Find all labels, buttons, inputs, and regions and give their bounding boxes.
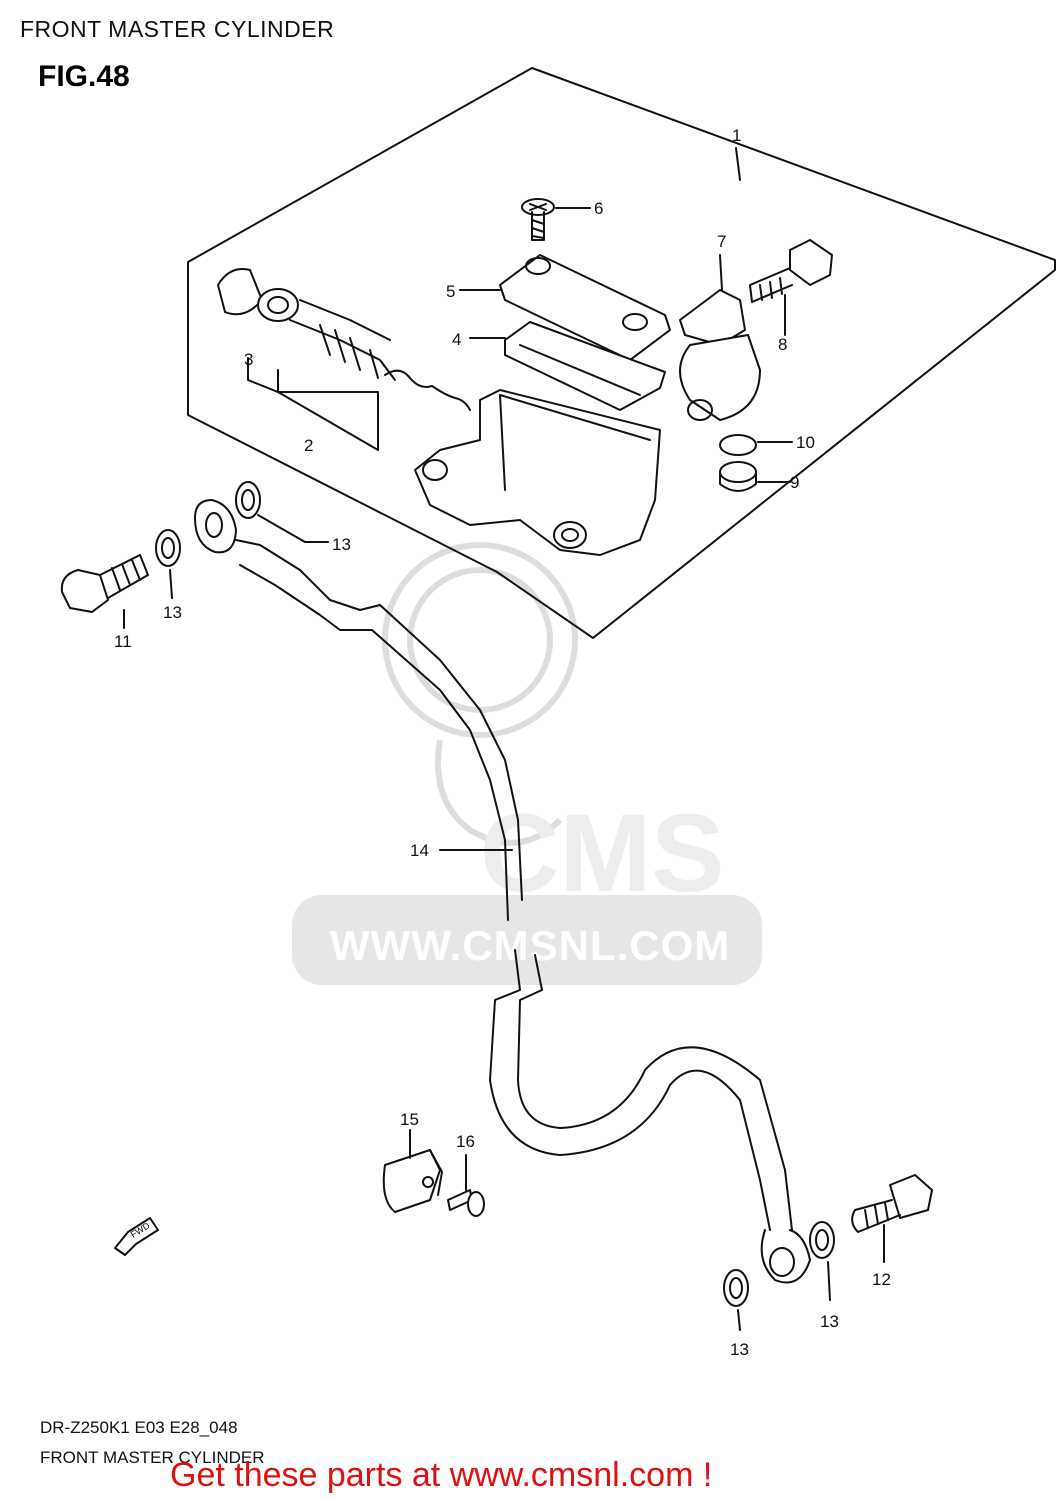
callout-5: 5 <box>446 282 456 301</box>
callout-14: 14 <box>410 841 429 860</box>
brake-hose-14 <box>194 499 811 1284</box>
screw-16 <box>447 1154 485 1217</box>
callout-6: 6 <box>594 199 604 218</box>
diagram-reference-title: FRONT MASTER CYLINDER <box>40 1448 265 1467</box>
callout-9: 9 <box>790 473 800 492</box>
callout-15: 15 <box>400 1110 419 1129</box>
callout-16: 16 <box>456 1132 475 1151</box>
diagram-reference-code: DR-Z250K1 E03 E28_048 <box>40 1418 238 1437</box>
leader-1 <box>735 147 741 181</box>
callout-7: 7 <box>717 232 727 251</box>
assembly-outline <box>187 67 1056 639</box>
hose-clamp-15 <box>382 1129 443 1213</box>
callout-2: 2 <box>304 436 314 455</box>
master-cylinder-body <box>414 389 661 556</box>
watermark-url: WWW.CMSNL.COM <box>330 922 731 969</box>
bolt-8 <box>749 239 833 336</box>
callout-12: 12 <box>872 1270 891 1289</box>
forward-arrow-icon <box>114 1217 159 1256</box>
washer-13-upper <box>235 481 329 543</box>
screw-6 <box>521 198 591 241</box>
union-bolt-11 <box>60 554 149 629</box>
footer-link[interactable]: Get these parts at www.cmsnl.com ! <box>170 1456 713 1494</box>
reservoir-cap-5 <box>459 254 671 361</box>
clamp-holder-7 <box>679 254 761 421</box>
page-title: FRONT MASTER CYLINDER <box>20 16 335 42</box>
washer-13-left <box>155 529 181 599</box>
piston-assembly <box>217 268 471 451</box>
callout-4: 4 <box>452 330 462 349</box>
callout-13-upper: 13 <box>332 535 351 554</box>
callout-8: 8 <box>778 335 788 354</box>
callout-10: 10 <box>796 433 815 452</box>
callout-11: 11 <box>114 632 132 651</box>
callout-3: 3 <box>244 350 254 369</box>
cap-9 <box>719 461 791 492</box>
washer-13-lower-left <box>723 1269 749 1331</box>
o-ring-10 <box>719 434 757 456</box>
diaphragm-4 <box>469 321 666 411</box>
callout-1: 1 <box>732 126 742 145</box>
callout-13-left: 13 <box>163 603 182 622</box>
washer-13-lower-right <box>809 1221 835 1301</box>
union-bolt-12 <box>851 1174 933 1263</box>
callout-13-lower-right: 13 <box>820 1312 839 1331</box>
callout-13-lower-left: 13 <box>730 1340 749 1359</box>
figure-number: FIG.48 <box>38 60 130 93</box>
